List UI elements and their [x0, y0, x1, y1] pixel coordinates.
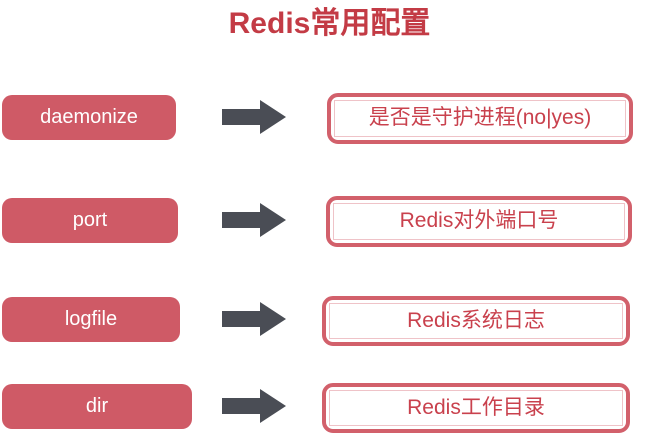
- config-key-label: dir: [85, 395, 109, 417]
- config-desc-box-port: Redis对外端口号: [326, 196, 632, 247]
- config-desc-inner: Redis对外端口号: [333, 203, 625, 240]
- config-desc-inner: 是否是守护进程(no|yes): [334, 100, 626, 137]
- config-key-label: port: [72, 209, 108, 231]
- config-desc-label: Redis系统日志: [407, 308, 545, 332]
- right-arrow-icon: [222, 302, 286, 336]
- config-key-pill-port: port: [2, 198, 178, 243]
- config-desc-label: Redis工作目录: [407, 395, 545, 419]
- config-row-logfile: logfile Redis系统日志: [0, 296, 659, 346]
- right-arrow-icon: [222, 389, 286, 423]
- config-key-label: daemonize: [40, 106, 138, 128]
- config-key-label: logfile: [64, 308, 118, 330]
- config-desc-inner: Redis系统日志: [329, 303, 623, 339]
- config-desc-inner: Redis工作目录: [329, 390, 623, 426]
- config-row-port: port Redis对外端口号: [0, 196, 659, 248]
- config-key-pill-logfile: logfile: [2, 297, 180, 342]
- right-arrow-icon: [222, 100, 286, 134]
- config-key-pill-daemonize: daemonize: [2, 95, 176, 140]
- config-desc-label: Redis对外端口号: [399, 209, 559, 232]
- page-title: Redis常用配置: [228, 7, 431, 40]
- config-row-daemonize: daemonize 是否是守护进程(no|yes): [0, 93, 659, 145]
- config-desc-box-logfile: Redis系统日志: [322, 296, 630, 346]
- right-arrow-icon: [222, 203, 286, 237]
- config-desc-label: 是否是守护进程(no|yes): [368, 106, 592, 129]
- config-desc-box-daemonize: 是否是守护进程(no|yes): [327, 93, 633, 144]
- config-key-pill-dir: dir: [2, 384, 192, 429]
